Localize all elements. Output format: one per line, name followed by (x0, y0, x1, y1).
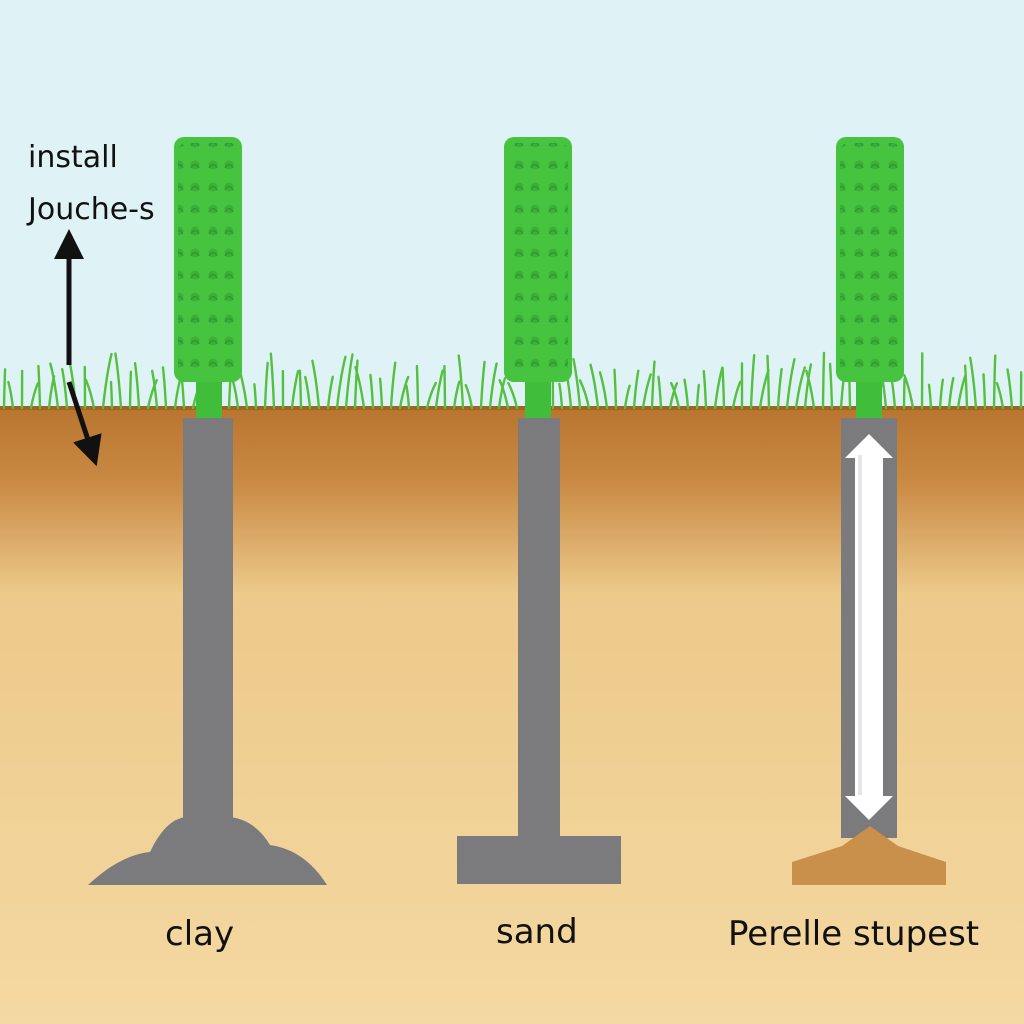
post-third-footing (792, 826, 946, 885)
soil-surface-line (0, 406, 1024, 410)
post-clay-leaf-texture (178, 143, 238, 375)
post-clay-shaft (183, 418, 233, 828)
post-sand-leaf-texture (508, 143, 568, 375)
post-clay-mound-base (88, 817, 327, 885)
arrow-down-icon (66, 381, 102, 467)
grass (2, 351, 1023, 410)
post-sand-plate-base (457, 836, 621, 884)
post-label-sand: sand (496, 912, 578, 952)
post-third (792, 137, 946, 885)
post-label-third: Perelle stupest (728, 914, 980, 954)
title-line-1: install (28, 140, 118, 175)
post-label-clay: clay (165, 914, 235, 954)
post-sand (457, 137, 621, 884)
post-clay (88, 137, 327, 885)
post-sand-shaft (518, 418, 560, 838)
double-arrow-icon (845, 434, 893, 820)
post-third-leaf-texture (840, 143, 900, 375)
title-line-2: Jouche-s (28, 192, 155, 227)
